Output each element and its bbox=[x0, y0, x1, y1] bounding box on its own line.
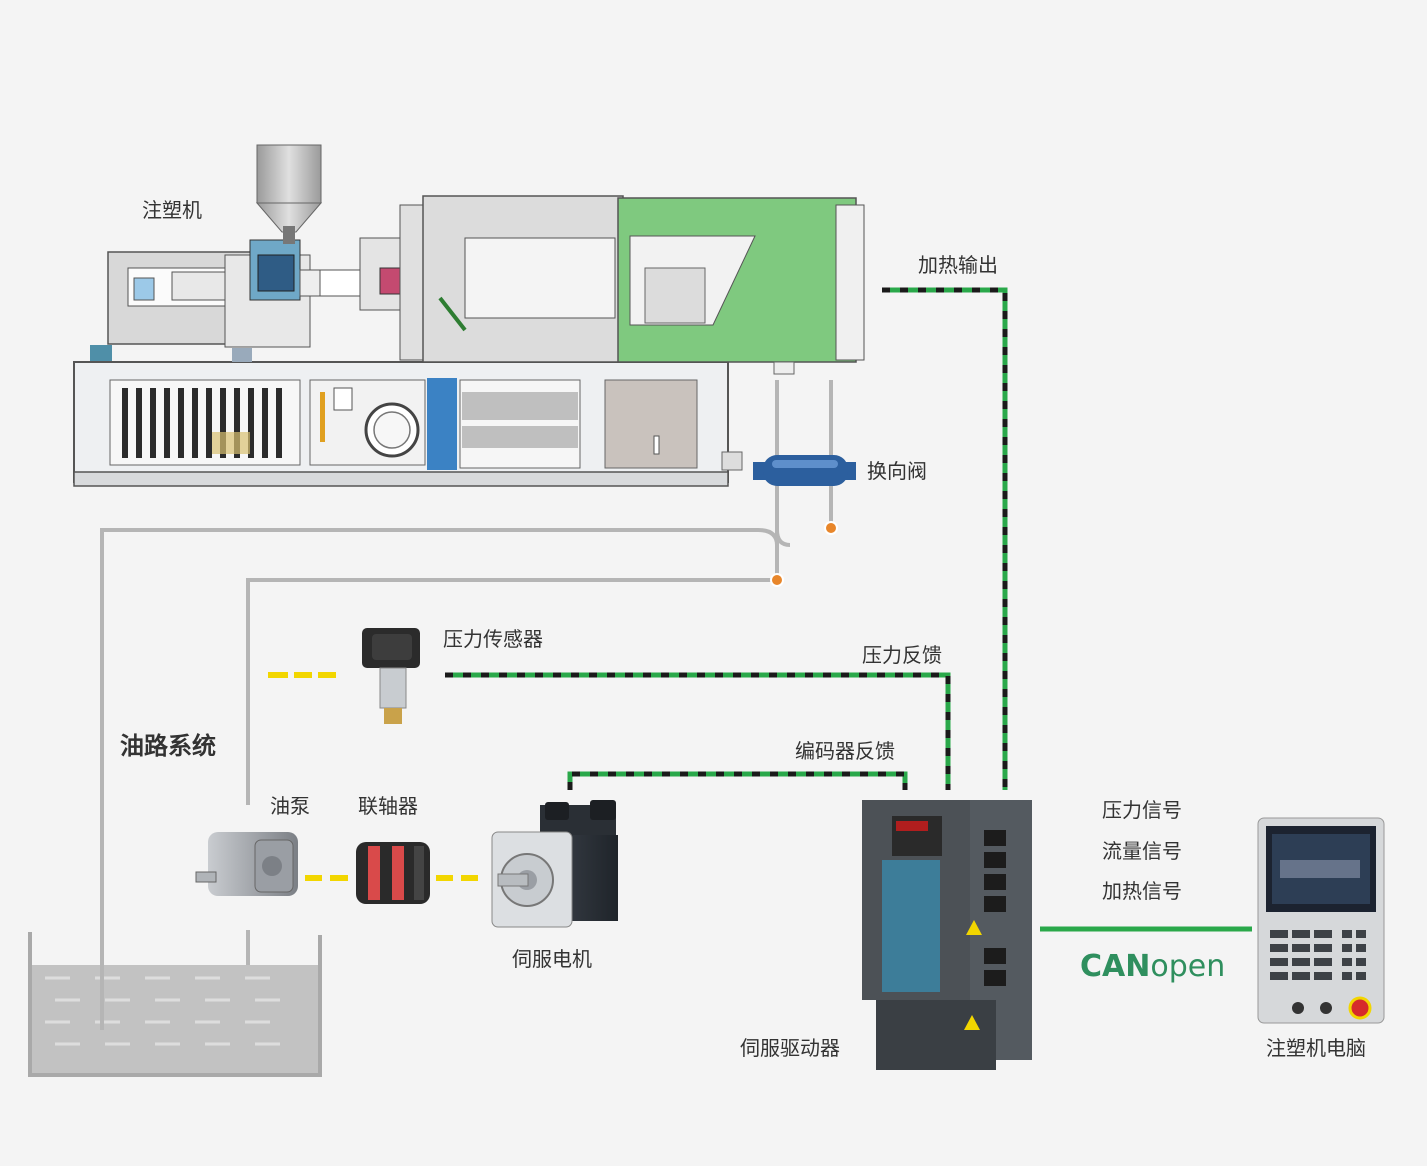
machine-computer-icon bbox=[1257, 817, 1385, 1024]
oil-pump-icon bbox=[195, 832, 298, 896]
coupling-icon bbox=[356, 842, 430, 904]
label-machine-computer: 注塑机电脑 bbox=[1266, 1036, 1366, 1060]
canopen-open-text: open bbox=[1150, 949, 1226, 984]
label-encoder-feedback: 编码器反馈 bbox=[795, 739, 895, 763]
servo-motor-icon bbox=[491, 800, 618, 928]
label-pressure-sensor: 压力传感器 bbox=[443, 627, 543, 651]
mechanical-links bbox=[268, 672, 478, 881]
label-oil-pump: 油泵 bbox=[270, 794, 310, 818]
label-servo-driver: 伺服驱动器 bbox=[740, 1036, 840, 1060]
reversing-valve-icon bbox=[753, 455, 856, 486]
servo-driver-icon bbox=[862, 800, 1032, 1070]
injection-machine-illustration bbox=[73, 144, 865, 487]
canopen-logo: CANopen bbox=[1080, 952, 1225, 982]
label-servo-motor: 伺服电机 bbox=[512, 947, 592, 971]
label-pressure-feedback: 压力反馈 bbox=[862, 643, 942, 667]
label-heating-output: 加热输出 bbox=[918, 253, 998, 277]
label-flow-signal: 流量信号 bbox=[1102, 839, 1182, 863]
oil-tank bbox=[28, 932, 322, 1077]
pressure-sensor-icon bbox=[362, 628, 420, 724]
junction-dot-lower bbox=[770, 573, 784, 587]
label-oil-system: 油路系统 bbox=[120, 732, 216, 760]
label-reversing-valve: 换向阀 bbox=[867, 459, 927, 483]
label-injection-machine: 注塑机 bbox=[142, 198, 202, 222]
label-pressure-signal: 压力信号 bbox=[1102, 798, 1182, 822]
label-heating-signal: 加热信号 bbox=[1102, 879, 1182, 903]
canopen-can-text: CAN bbox=[1080, 949, 1151, 984]
label-coupling: 联轴器 bbox=[358, 794, 418, 818]
signal-cables bbox=[445, 287, 1252, 932]
junction-dot-right bbox=[824, 521, 838, 535]
